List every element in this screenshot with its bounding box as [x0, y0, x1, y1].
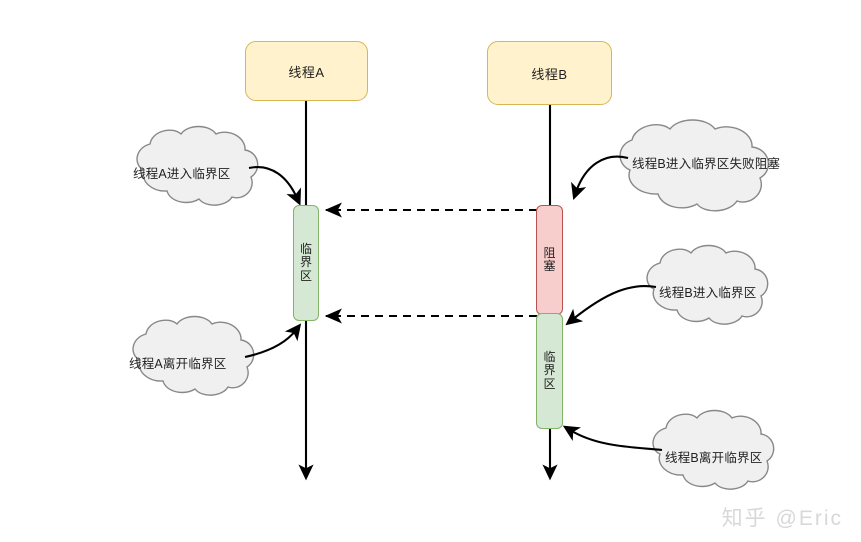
lane-header-thread-b[interactable]: 线程B — [487, 41, 612, 105]
cloud-note-a-enter — [136, 125, 259, 206]
activation-thread-b-critical-section-label: 临界区 — [543, 349, 556, 391]
lane-header-thread-a[interactable]: 线程A — [245, 41, 368, 101]
note-label-b-enter: 线程B进入临界区 — [659, 286, 757, 300]
note-label-a-enter: 线程A进入临界区 — [133, 167, 231, 181]
cloud-note-b-leave — [652, 409, 775, 490]
activation-thread-b-blocked-label: 阻塞 — [543, 245, 556, 273]
leader-arrow-b-leave — [562, 425, 663, 452]
lane-header-thread-a-label: 线程A — [288, 64, 325, 80]
leader-arrow-a-leave — [244, 323, 302, 359]
watermark: 知乎 @Eric — [721, 507, 843, 530]
note-label-b-enter-fail: 线程B进入临界区失败阻塞 — [632, 157, 781, 171]
cloud-note-a-leave — [132, 315, 255, 396]
note-label-b-leave: 线程B离开临界区 — [665, 451, 763, 465]
leader-arrow-b-enter-fail — [571, 155, 629, 200]
cloud-note-b-enter — [646, 244, 769, 325]
lane-header-thread-b-label: 线程B — [531, 66, 568, 82]
activation-thread-a-critical-section-label: 临界区 — [299, 241, 312, 283]
activation-thread-a-critical-section[interactable]: 临界区 — [293, 205, 319, 321]
activation-thread-b-critical-section[interactable]: 临界区 — [536, 313, 563, 429]
leader-arrow-a-enter — [248, 166, 301, 206]
cloud-note-b-enter-fail — [619, 119, 770, 212]
note-label-a-leave: 线程A离开临界区 — [129, 357, 227, 371]
leader-arrow-b-enter — [565, 285, 657, 326]
activation-thread-b-blocked[interactable]: 阻塞 — [536, 205, 563, 315]
